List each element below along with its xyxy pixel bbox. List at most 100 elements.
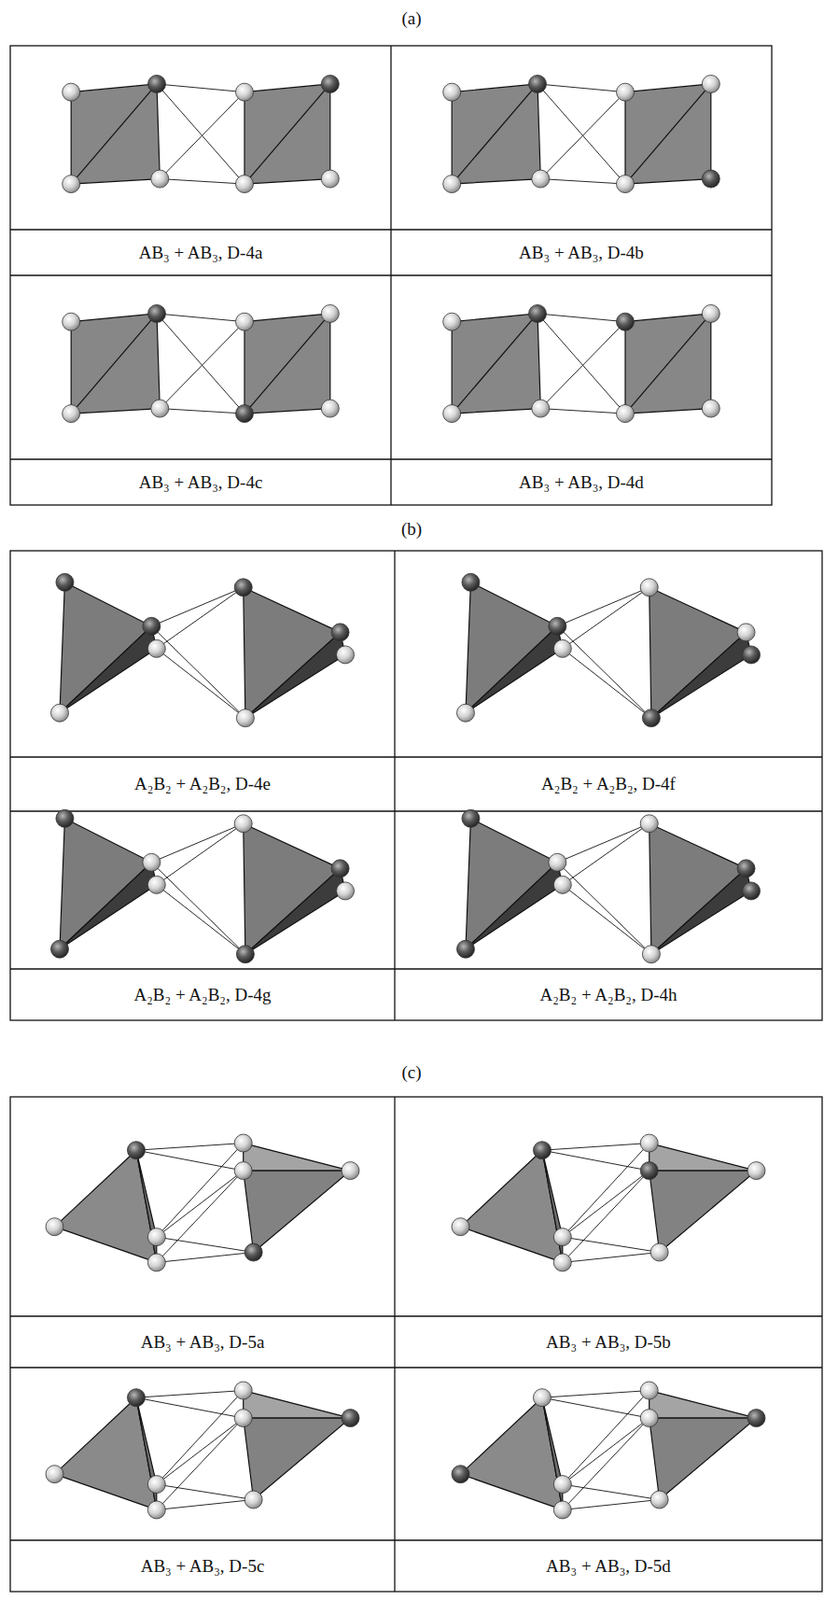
panel-label: (b) [401,518,422,541]
atom-b [234,1133,252,1152]
figure-caption: AB₃ + AB₃, D-5a [140,1331,266,1354]
atom-b [456,703,475,722]
molecule-figure [50,809,354,963]
bond-line [562,1390,650,1485]
atom-b [321,304,339,322]
bond-line [156,1483,254,1499]
bond-line [557,823,649,863]
atom-b [234,1161,252,1180]
atom-b [147,639,166,657]
polyhedron-face [70,313,160,414]
bond-line [136,1390,244,1398]
atom-b [45,1217,64,1236]
polyhedron-face [55,1396,157,1509]
atom-b [235,312,253,331]
atom-b [701,304,720,322]
bond-line [562,1170,650,1237]
atom-b [151,169,169,188]
atom-b [650,1490,669,1509]
atom-b [531,169,550,188]
bond-line [156,1170,244,1262]
atom-a [701,169,720,188]
bond-line [156,83,245,93]
bond-line [540,321,626,409]
bond-line [136,1143,244,1151]
table-rule [10,1314,823,1316]
atom-a [615,312,634,331]
bond-line [151,626,246,718]
molecule-figure [62,74,340,193]
bond-line [562,1417,650,1484]
bond-line [537,313,626,322]
figure-caption: AB₃ + AB₃, D-4c [139,472,264,494]
atom-b [553,1253,572,1271]
table-border [10,1096,823,1592]
bond-line [156,313,245,322]
bond-line [151,823,243,863]
atom-a [50,939,69,958]
molecule-figure [443,74,721,193]
atom-a [55,572,74,591]
table-rule [10,967,823,969]
polyhedron-face [245,867,346,954]
polyhedron-edge [451,313,538,414]
bond-line [557,586,649,627]
bond-line [156,1499,254,1510]
atom-b [531,399,550,418]
bond-line [562,1236,660,1252]
bond-line [156,1252,254,1263]
polyhedron-face [460,1149,563,1262]
atom-a [55,809,74,827]
bond-line [540,179,626,184]
atom-b [147,875,166,894]
polyhedron-face [649,1170,757,1252]
atom-b [532,1388,551,1407]
atom-b [147,1475,166,1494]
bond-line [562,823,650,885]
atom-b [640,814,658,833]
atom-a [244,1242,263,1261]
atom-a [341,1409,360,1427]
atom-a [529,304,547,322]
molecule-figure [451,1133,766,1271]
atom-b [640,1133,658,1152]
polyhedron-edge [451,83,538,184]
bond-line [537,83,626,93]
bond-line [156,823,244,885]
atom-b [151,399,169,418]
polyhedron-face [59,626,157,713]
bond-line [156,1417,244,1484]
table-border [10,550,823,1020]
atom-a [148,74,167,93]
molecule-figure [456,572,760,727]
atom-b [650,1242,669,1261]
atom-a [642,709,660,727]
panel-label: (a) [401,8,421,30]
atom-b [553,1228,572,1246]
bond-line [156,1236,254,1252]
atom-a [742,645,761,664]
table-rule [10,1366,823,1368]
atom-b [234,1409,252,1427]
polyhedron-face [465,626,563,713]
figure-caption: AB₃ + AB₃, D-4a [139,242,264,265]
polyhedron-face [649,1417,757,1499]
polyhedron-edge [244,313,331,414]
bond-line [562,1483,660,1499]
bond-line [159,179,245,184]
atom-b [737,623,755,642]
table-rule [10,755,823,757]
atom-b [701,74,720,93]
atom-a [548,616,567,635]
bond-line [562,1499,660,1510]
bond-line [537,83,626,184]
atom-b [553,639,572,657]
polyhedron-face [243,1390,351,1419]
polyhedron-face [651,867,752,954]
atom-b [321,399,339,418]
atom-b [640,578,658,597]
molecule-figure [50,572,354,727]
bond-line [557,862,652,954]
atom-a [235,405,253,423]
